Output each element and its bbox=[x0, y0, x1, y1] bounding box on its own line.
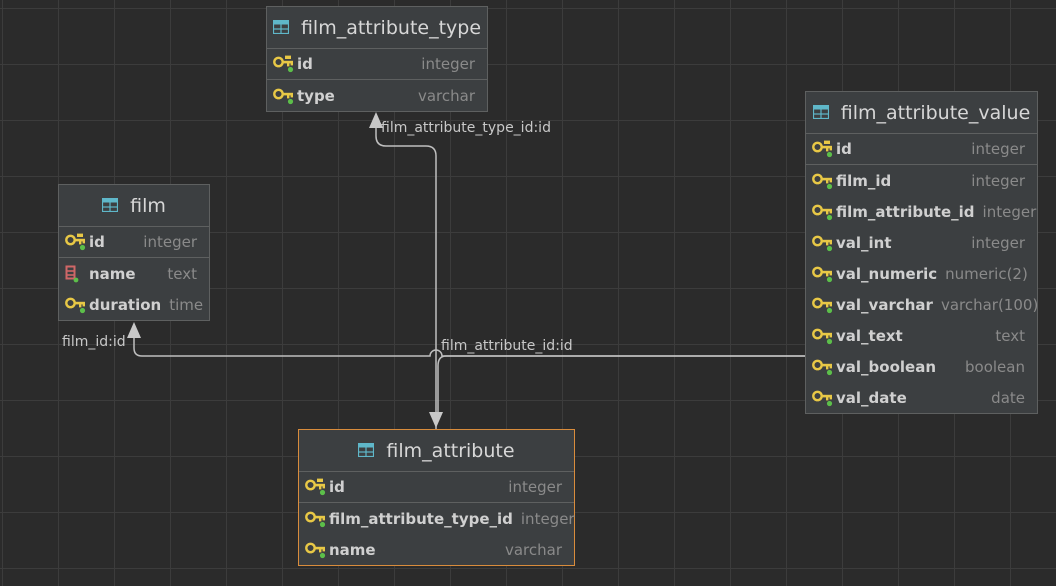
edge-label-film-attribute-type-id: film_attribute_type_id:id bbox=[381, 120, 551, 136]
column-type: date bbox=[991, 388, 1025, 407]
column-name: film_attribute_type_id bbox=[329, 509, 513, 528]
column-name: val_int bbox=[836, 233, 892, 252]
column-name: val_boolean bbox=[836, 357, 937, 376]
column-type: integer bbox=[971, 140, 1025, 158]
column-row[interactable]: type varchar bbox=[267, 80, 487, 111]
column-type: integer bbox=[971, 233, 1025, 252]
column-name: val_varchar bbox=[836, 295, 933, 314]
edge-film-attribute[interactable] bbox=[437, 355, 806, 416]
primary-key-icon bbox=[305, 478, 329, 496]
table-film-attribute-type[interactable]: film_attribute_type id integer type varchar bbox=[266, 6, 488, 112]
table-icon bbox=[272, 17, 290, 39]
column-type: boolean bbox=[965, 357, 1025, 376]
column-row[interactable]: id integer bbox=[299, 472, 574, 503]
column-type: integer bbox=[971, 171, 1025, 190]
column-type: time bbox=[169, 295, 204, 314]
column-type: varchar bbox=[504, 540, 562, 559]
column-name: film_attribute_id bbox=[836, 202, 975, 221]
column-type: integer bbox=[143, 233, 197, 251]
column-type: varchar bbox=[417, 86, 475, 105]
table-header: film_attribute bbox=[299, 430, 574, 472]
column-name: film_id bbox=[836, 171, 892, 190]
column-name: val_text bbox=[836, 326, 903, 345]
not-null-column-icon bbox=[65, 265, 89, 283]
column-row[interactable]: val_boolean boolean bbox=[806, 351, 1037, 382]
edge-label-film-attribute-id: film_attribute_id:id bbox=[441, 338, 573, 354]
column-name: id bbox=[89, 233, 105, 251]
column-type: integer bbox=[508, 478, 562, 496]
column-name: name bbox=[329, 540, 376, 559]
column-type: numeric(2) bbox=[945, 264, 1028, 283]
primary-key-icon bbox=[65, 233, 89, 251]
column-row[interactable]: id integer bbox=[267, 49, 487, 80]
arrowhead-film bbox=[127, 322, 141, 338]
edge-label-film-id: film_id:id bbox=[62, 334, 126, 350]
arrowhead-film-attribute-type bbox=[369, 112, 383, 128]
column-type: text bbox=[167, 264, 197, 283]
key-icon bbox=[812, 234, 836, 252]
column-row[interactable]: film_attribute_id integer bbox=[806, 196, 1037, 227]
table-header: film bbox=[59, 185, 209, 227]
table-name: film_attribute_type bbox=[300, 16, 482, 39]
column-name: val_date bbox=[836, 388, 907, 407]
table-film[interactable]: film id integer name text duration time bbox=[58, 184, 210, 321]
column-name: id bbox=[297, 55, 313, 73]
column-type: text bbox=[995, 326, 1025, 345]
column-name: id bbox=[836, 140, 852, 158]
column-row[interactable]: val_numeric numeric(2) bbox=[806, 258, 1037, 289]
column-row[interactable]: duration time bbox=[59, 289, 209, 320]
key-icon bbox=[812, 389, 836, 407]
edge-film-attribute-type[interactable] bbox=[375, 124, 437, 430]
table-name: film bbox=[130, 194, 166, 217]
key-icon bbox=[305, 541, 329, 559]
column-name: name bbox=[89, 264, 136, 283]
column-row[interactable]: film_id integer bbox=[806, 165, 1037, 196]
key-icon bbox=[65, 296, 89, 314]
column-type: integer bbox=[421, 55, 475, 73]
table-name: film_attribute_value bbox=[840, 101, 1031, 124]
key-icon bbox=[812, 203, 836, 221]
column-row[interactable]: id integer bbox=[806, 134, 1037, 165]
key-icon bbox=[812, 358, 836, 376]
key-icon bbox=[273, 87, 297, 105]
column-type: integer bbox=[982, 202, 1037, 221]
column-row[interactable]: val_text text bbox=[806, 320, 1037, 351]
key-icon bbox=[812, 327, 836, 345]
column-row[interactable]: id integer bbox=[59, 227, 209, 258]
column-name: id bbox=[329, 478, 345, 496]
column-name: type bbox=[297, 86, 335, 105]
column-name: val_numeric bbox=[836, 264, 938, 283]
key-icon bbox=[812, 296, 836, 314]
column-row[interactable]: val_varchar varchar(100) bbox=[806, 289, 1039, 320]
key-icon bbox=[812, 265, 836, 283]
arrowhead-film-attribute bbox=[429, 412, 443, 428]
column-row[interactable]: val_date date bbox=[806, 382, 1037, 413]
column-row[interactable]: name text bbox=[59, 258, 209, 289]
column-name: duration bbox=[89, 295, 162, 314]
table-icon bbox=[102, 195, 119, 217]
table-header: film_attribute_type bbox=[267, 7, 487, 49]
edge-film[interactable] bbox=[133, 334, 806, 357]
key-icon bbox=[812, 172, 836, 190]
column-type: integer bbox=[520, 509, 575, 528]
table-header: film_attribute_value bbox=[806, 92, 1037, 134]
table-name: film_attribute bbox=[386, 439, 515, 462]
column-row[interactable]: film_attribute_type_id integer bbox=[299, 503, 575, 534]
key-icon bbox=[305, 510, 329, 528]
column-row[interactable]: name varchar bbox=[299, 534, 574, 565]
table-icon bbox=[358, 440, 375, 462]
table-icon bbox=[812, 102, 829, 124]
column-row[interactable]: val_int integer bbox=[806, 227, 1037, 258]
primary-key-icon bbox=[273, 55, 297, 73]
column-type: varchar(100) bbox=[940, 295, 1039, 314]
primary-key-icon bbox=[812, 140, 836, 158]
